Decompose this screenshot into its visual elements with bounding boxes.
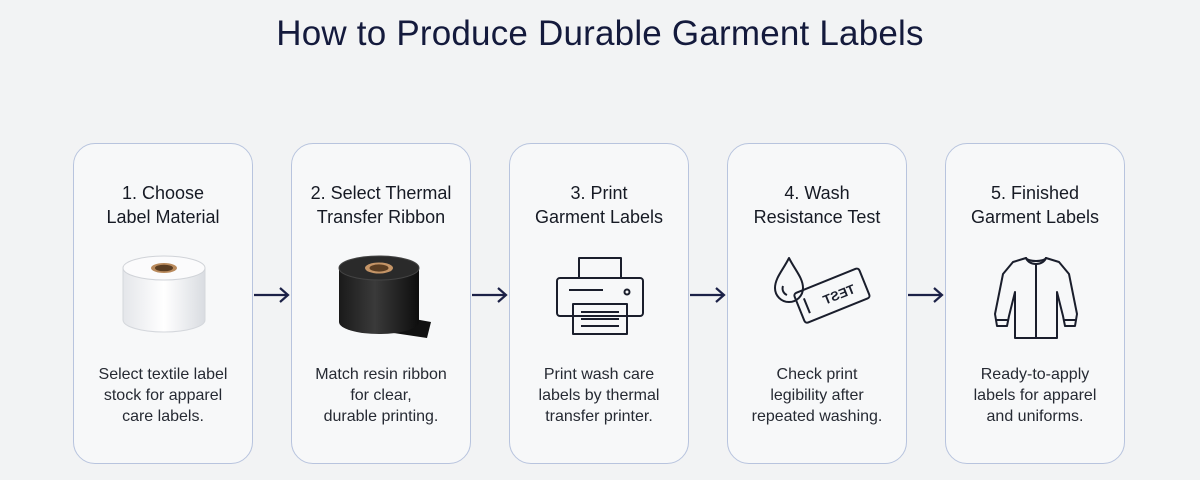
step-card-1: 1. Choose Label Material Select textile … <box>73 143 253 464</box>
arrow-right-icon <box>472 287 508 303</box>
step-2-description: Match resin ribbon for clear, durable pr… <box>315 366 447 425</box>
step-1-title: 1. Choose Label Material <box>106 183 220 227</box>
step-2-title: 2. Select Thermal Transfer Ribbon <box>310 183 452 227</box>
arrow-right-icon <box>908 287 944 303</box>
step-5-description: Ready-to-apply labels for apparel and un… <box>973 366 1097 425</box>
step-card-3: 3. Print Garment Labels Print wash care … <box>509 143 689 464</box>
step-5-title: 5. Finished Garment Labels <box>970 183 1100 227</box>
step-3-description: Print wash care labels by thermal transf… <box>538 366 660 425</box>
step-3-title: 3. Print Garment Labels <box>534 183 664 227</box>
printer-icon <box>556 257 644 335</box>
water-drop-label-icon: TEST <box>774 257 871 324</box>
arrow-right-icon <box>254 287 290 303</box>
step-4-title: 4. Wash Resistance Test <box>753 183 881 227</box>
step-card-5: 5. Finished Garment Labels Ready-to-appl… <box>945 143 1125 464</box>
black-ribbon-roll-icon <box>338 255 431 338</box>
test-label-text: TEST <box>821 281 857 307</box>
arrow-right-icon <box>690 287 726 303</box>
step-card-2: 2. Select Thermal Transfer Ribbon Match … <box>291 143 471 464</box>
white-label-roll-icon <box>122 255 206 333</box>
step-1-description: Select textile label stock for apparel c… <box>98 366 228 425</box>
shirt-icon <box>994 257 1078 339</box>
step-card-4: 4. Wash Resistance Test TEST Check print… <box>727 143 907 464</box>
diagram-title: How to Produce Durable Garment Labels <box>276 14 924 53</box>
step-4-description: Check print legibility after repeated wa… <box>751 366 883 425</box>
